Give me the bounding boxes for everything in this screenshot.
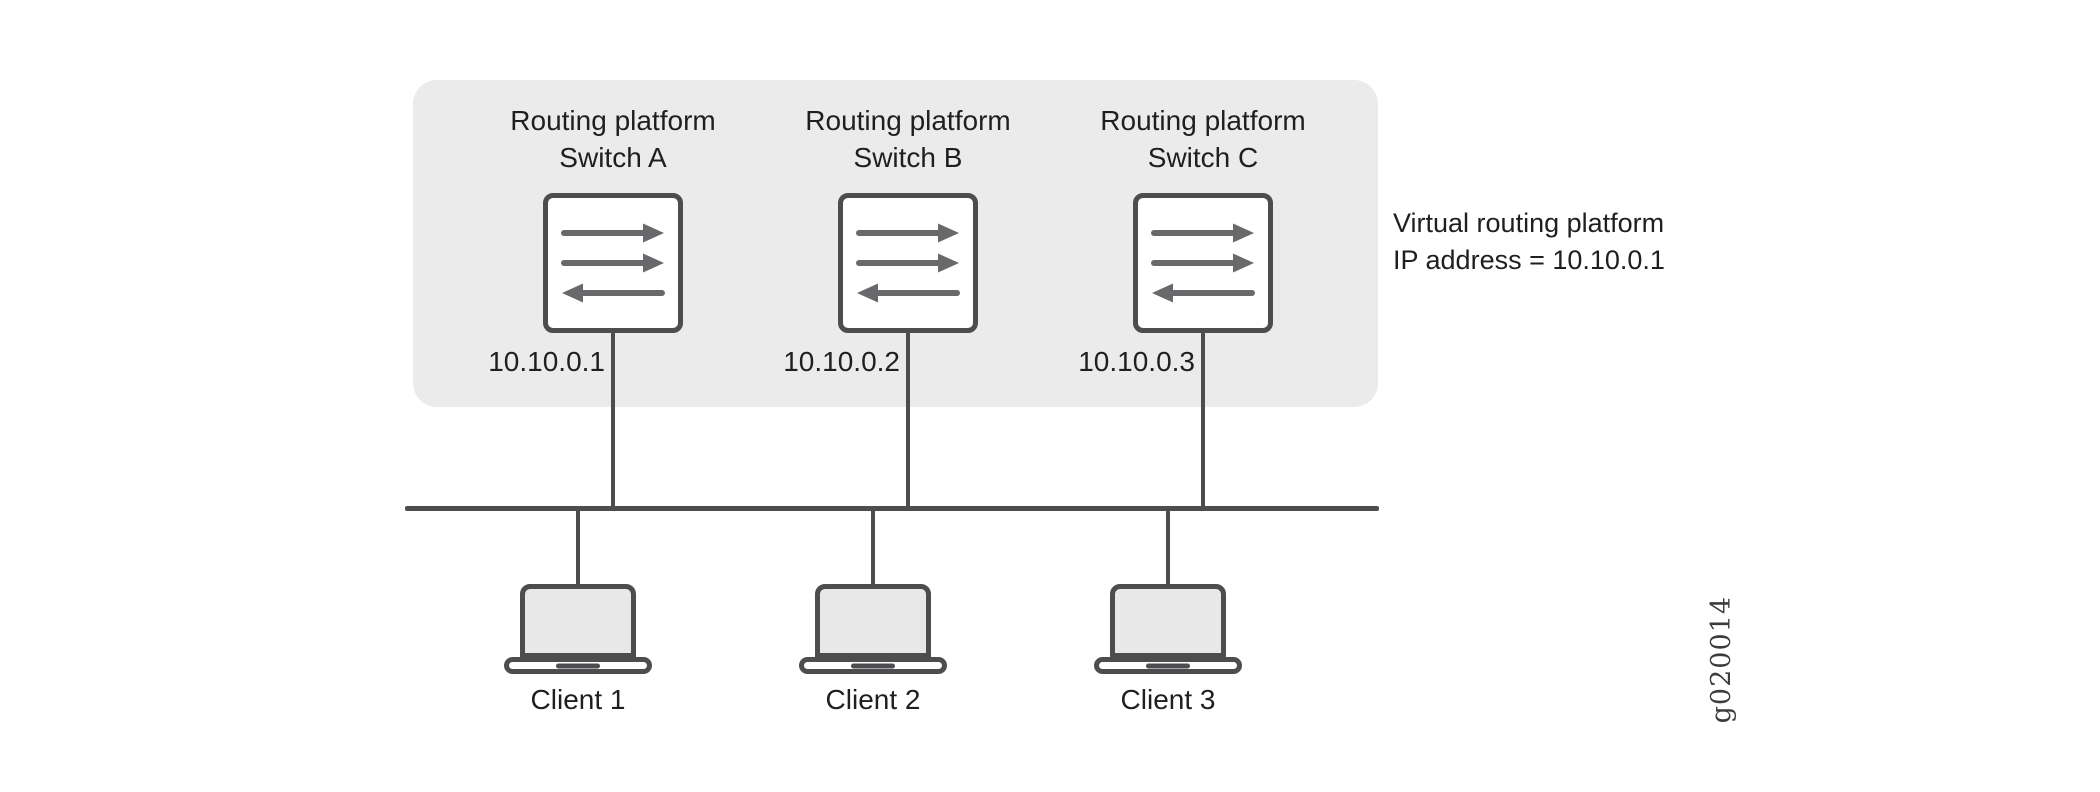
laptop-base [799, 657, 947, 674]
switch-b-ip: 10.10.0.2 [783, 346, 900, 377]
virtual-platform-note: Virtual routing platform IP address = 10… [1393, 205, 1665, 279]
virtual-platform-note-line2: IP address = 10.10.0.1 [1393, 245, 1665, 275]
switch-b-connection-line [906, 332, 910, 509]
switch-b-group: Routing platform Switch B 10.10.0.2 [758, 0, 1058, 792]
switch-a-ip: 10.10.0.1 [488, 346, 605, 377]
switch-c-label-line1: Routing platform [1100, 105, 1306, 136]
switch-c-icon [1133, 193, 1273, 333]
client-2-group: Client 2 [723, 0, 1023, 792]
switch-a-group: Routing platform Switch A 10.10.0.1 [463, 0, 763, 792]
switch-a-connection-line [611, 332, 615, 509]
client-2-connection-line [871, 508, 875, 585]
laptop-notch [851, 663, 895, 668]
laptop-base [504, 657, 652, 674]
traffic-arrows-icon [856, 223, 960, 303]
switch-c-label-line2: Switch C [1147, 142, 1259, 173]
laptop-icon [1094, 584, 1242, 674]
switch-a-label: Routing platform Switch A [463, 102, 763, 176]
laptop-notch [556, 663, 600, 668]
switch-b-label-line2: Switch B [853, 142, 963, 173]
switch-a-label-line1: Routing platform [510, 105, 716, 136]
traffic-arrows-icon [561, 223, 665, 303]
client-2-label: Client 2 [825, 684, 921, 715]
switch-b-icon [838, 193, 978, 333]
laptop-screen [815, 584, 931, 658]
switch-b-label-line1: Routing platform [805, 105, 1011, 136]
client-3-group: Client 3 [1018, 0, 1318, 792]
switch-c-group: Routing platform Switch C 10.10.0.3 [1053, 0, 1353, 792]
traffic-arrows-icon [1151, 223, 1255, 303]
switch-c-label: Routing platform Switch C [1053, 102, 1353, 176]
laptop-screen [1110, 584, 1226, 658]
network-bus-line [405, 506, 1379, 511]
laptop-icon [799, 584, 947, 674]
switch-c-connection-line [1201, 332, 1205, 509]
switch-b-label: Routing platform Switch B [758, 102, 1058, 176]
laptop-notch [1146, 663, 1190, 668]
client-1-connection-line [576, 508, 580, 585]
client-3-label: Client 3 [1120, 684, 1216, 715]
laptop-icon [504, 584, 652, 674]
virtual-platform-note-line1: Virtual routing platform [1393, 208, 1665, 238]
laptop-screen [520, 584, 636, 658]
switch-a-icon [543, 193, 683, 333]
figure-id-watermark: g020014 [1706, 596, 1737, 724]
client-3-connection-line [1166, 508, 1170, 585]
switch-a-label-line2: Switch A [559, 142, 667, 173]
switch-c-ip: 10.10.0.3 [1078, 346, 1195, 377]
client-1-group: Client 1 [428, 0, 728, 792]
client-1-label: Client 1 [530, 684, 626, 715]
laptop-base [1094, 657, 1242, 674]
